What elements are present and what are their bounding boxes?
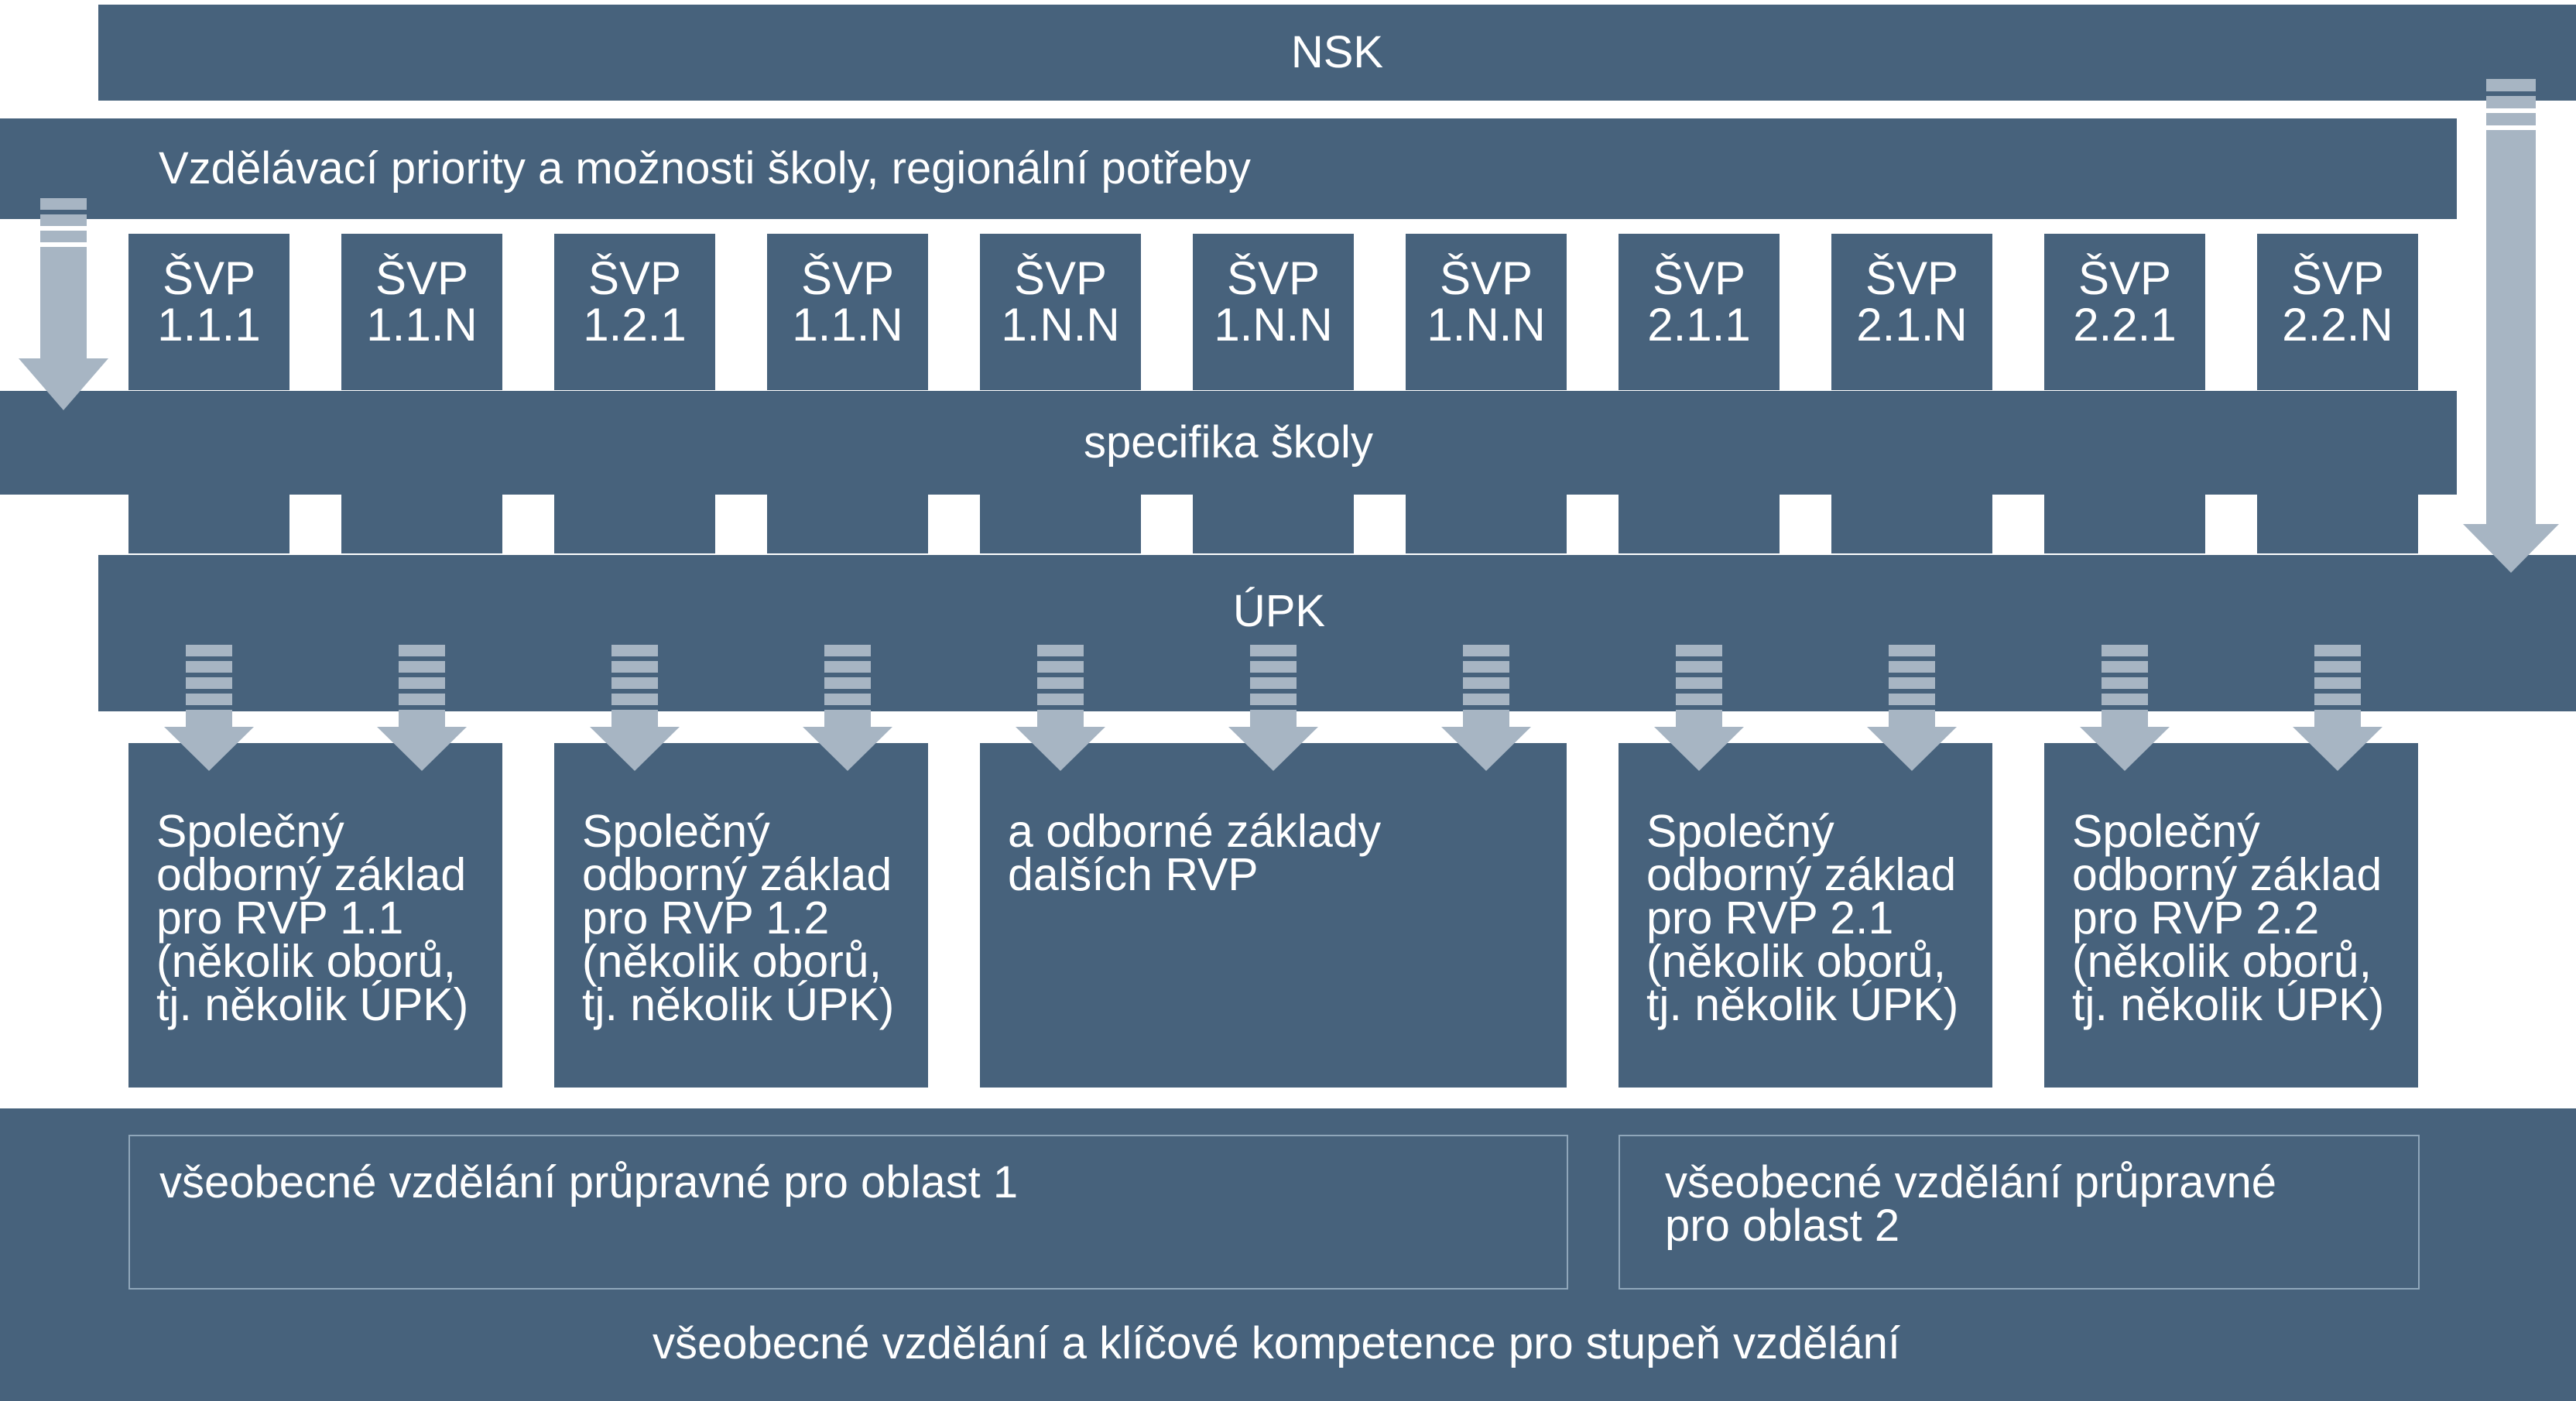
right-down-arrow [2463, 79, 2559, 573]
svp-box: ŠVP 1.1.N [341, 234, 502, 390]
svp-stub [2257, 495, 2418, 553]
foundation-line: (několik oborů, [156, 936, 456, 987]
foundation-block: Společný odborný základ pro RVP 1.1 (něk… [128, 743, 502, 1088]
svp-box: ŠVP 1.N.N [980, 234, 1141, 390]
general-area-1-line: všeobecné vzdělání průpravné pro oblast … [159, 1157, 1019, 1207]
foundation-line: tj. několik ÚPK) [582, 979, 895, 1030]
general-area-2-line: pro oblast 2 [1665, 1201, 1900, 1251]
foundation-line: pro RVP 2.1 [1646, 892, 1894, 944]
foundation-line: Společný [582, 806, 770, 857]
foundation-line: tj. několik ÚPK) [1646, 979, 1959, 1030]
foundation-line: odborný základ [2072, 849, 2382, 900]
general-competences-text: všeobecné vzdělání a klíčové kompetence … [652, 1318, 1901, 1368]
svp-box: ŠVP 2.1.N [1831, 234, 1992, 390]
school-specifics-bar: specifika školy [0, 391, 2457, 495]
svp-box: ŠVP 1.2.1 [554, 234, 715, 390]
svp-code: 1.2.1 [583, 299, 687, 351]
svp-label: ŠVP [2290, 252, 2385, 304]
foundation-line: pro RVP 1.1 [156, 892, 404, 944]
foundation-line: (několik oborů, [582, 936, 882, 987]
foundation-line: pro RVP 1.2 [582, 892, 830, 944]
svp-label: ŠVP [1226, 252, 1321, 304]
svp-stub [767, 495, 928, 553]
svp-label: ŠVP [800, 252, 895, 304]
svp-label: ŠVP [587, 252, 682, 304]
foundation-block: Společný odborný základ pro RVP 2.1 (něk… [1619, 743, 1992, 1088]
svp-label: ŠVP [162, 252, 256, 304]
svp-code: 2.1.N [1856, 299, 1968, 351]
svp-box: ŠVP 1.N.N [1193, 234, 1354, 390]
upk-bar: ÚPK [98, 555, 2576, 711]
svp-stub [1406, 495, 1567, 553]
priorities-label: Vzdělávací priority a možnosti školy, re… [159, 143, 1251, 194]
svp-code: 1.N.N [1001, 299, 1120, 351]
svp-code: 2.1.1 [1647, 299, 1751, 351]
svp-box: ŠVP 2.2.N [2257, 234, 2418, 390]
svp-box: ŠVP 2.2.1 [2044, 234, 2205, 390]
left-down-arrow [19, 198, 108, 410]
svp-code: 1.N.N [1427, 299, 1546, 351]
foundation-line: Společný [156, 806, 344, 857]
foundation-line: pro RVP 2.2 [2072, 892, 2320, 944]
svp-stub [980, 495, 1141, 553]
svp-label: ŠVP [1865, 252, 1959, 304]
foundation-line: odborný základ [582, 849, 892, 900]
nsk-bar: NSK [98, 5, 2576, 101]
foundation-line: tj. několik ÚPK) [2072, 979, 2385, 1030]
school-specifics-label: specifika školy [1084, 417, 1373, 468]
general-area-2: všeobecné vzdělání průpravné pro oblast … [1619, 1135, 2420, 1290]
foundation-block: a odborné základy dalších RVP [980, 743, 1567, 1088]
svp-stub [1193, 495, 1354, 553]
foundation-line: tj. několik ÚPK) [156, 979, 469, 1030]
svp-stub [1619, 495, 1780, 553]
svp-box: ŠVP 1.1.N [767, 234, 928, 390]
foundation-line: (několik oborů, [2072, 936, 2372, 987]
svp-code: 1.1.1 [157, 299, 261, 351]
foundation-line: (několik oborů, [1646, 936, 1946, 987]
foundation-line: odborný základ [1646, 849, 1957, 900]
svp-box: ŠVP 1.1.1 [128, 234, 289, 390]
general-education-section: všeobecné vzdělání průpravné pro oblast … [0, 1108, 2576, 1401]
general-area-2-line: všeobecné vzdělání průpravné [1665, 1157, 2276, 1207]
svp-label: ŠVP [2078, 252, 2172, 304]
foundation-line: a odborné základy [1008, 806, 1382, 857]
svp-box: ŠVP 2.1.1 [1619, 234, 1780, 390]
general-area-1: všeobecné vzdělání průpravné pro oblast … [128, 1135, 1568, 1290]
svp-label: ŠVP [1013, 252, 1108, 304]
foundation-block: Společný odborný základ pro RVP 2.2 (něk… [2044, 743, 2418, 1088]
foundation-line: Společný [1646, 806, 1834, 857]
svp-code: 2.2.1 [2073, 299, 2177, 351]
svp-label: ŠVP [375, 252, 469, 304]
svp-stub [341, 495, 502, 553]
foundation-block: Společný odborný základ pro RVP 1.2 (něk… [554, 743, 928, 1088]
foundation-line: dalších RVP [1008, 849, 1259, 900]
upk-label: ÚPK [1232, 586, 1326, 636]
priorities-bar: Vzdělávací priority a možnosti školy, re… [0, 118, 2457, 219]
svp-label: ŠVP [1652, 252, 1746, 304]
svp-code: 2.2.N [2282, 299, 2393, 351]
svp-stub [1831, 495, 1992, 553]
svp-stub [554, 495, 715, 553]
svp-code: 1.1.N [366, 299, 478, 351]
general-competences-label: všeobecné vzdělání a klíčové kompetence … [0, 1311, 2576, 1376]
svp-code: 1.1.N [792, 299, 903, 351]
svp-box: ŠVP 1.N.N [1406, 234, 1567, 390]
foundation-line: odborný základ [156, 849, 467, 900]
nsk-label: NSK [1290, 27, 1384, 77]
svp-stub [2044, 495, 2205, 553]
svp-stub [128, 495, 289, 553]
foundation-line: Společný [2072, 806, 2260, 857]
svp-label: ŠVP [1439, 252, 1533, 304]
svp-code: 1.N.N [1214, 299, 1333, 351]
